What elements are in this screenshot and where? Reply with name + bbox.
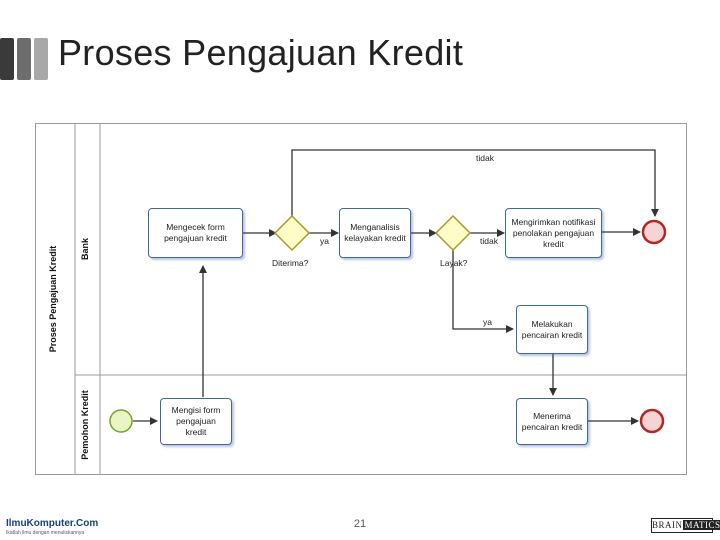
flow-label-tidak-2: tidak <box>480 236 498 246</box>
bpmn-pool <box>35 123 687 475</box>
flow-label-tidak-top: tidak <box>476 153 494 163</box>
flow-label-ya-1: ya <box>320 236 329 246</box>
task-mengirimkan-notifikasi[interactable]: Mengirimkan notifikasi penolakan pengaju… <box>505 208 602 258</box>
lane-label-pemohon: Pemohon Kredit <box>80 390 90 460</box>
start-event-icon <box>109 409 133 433</box>
flow-label-ya-2: ya <box>483 317 492 327</box>
end-event-pemohon-icon <box>639 408 665 434</box>
slide-title: Proses Pengajuan Kredit <box>58 32 464 73</box>
flow-tidak-loop <box>291 149 659 218</box>
ilmukomputer-logo: IlmuKomputer.Com Ikatlah ilmu dengan men… <box>6 518 99 536</box>
task-menerima-pencairan[interactable]: Menerima pencairan kredit <box>516 398 588 445</box>
gateway-diterima-label: Diterima? <box>272 258 309 268</box>
lane-label-bank: Bank <box>80 238 90 261</box>
task-melakukan-pencairan[interactable]: Melakukan pencairan kredit <box>516 305 588 354</box>
page-number: 21 <box>353 518 367 530</box>
pool-label: Proses Pengajuan Kredit <box>48 245 58 353</box>
flow-ya-to-pencairan <box>452 250 514 333</box>
gateway-layak-label: Layak? <box>440 258 468 268</box>
task-mengecek-form[interactable]: Mengecek form pengajuan kredit <box>148 208 243 258</box>
task-mengisi-form[interactable]: Mengisi form pengajuan kredit <box>160 398 232 445</box>
gateway-layak-diamond <box>434 214 472 252</box>
end-event-bank-icon <box>641 219 667 245</box>
gateway-diterima-diamond <box>273 214 311 252</box>
title-decoration <box>0 38 52 80</box>
task-menganalisis-kelayakan[interactable]: Menganalisis kelayakan kredit <box>339 208 411 258</box>
